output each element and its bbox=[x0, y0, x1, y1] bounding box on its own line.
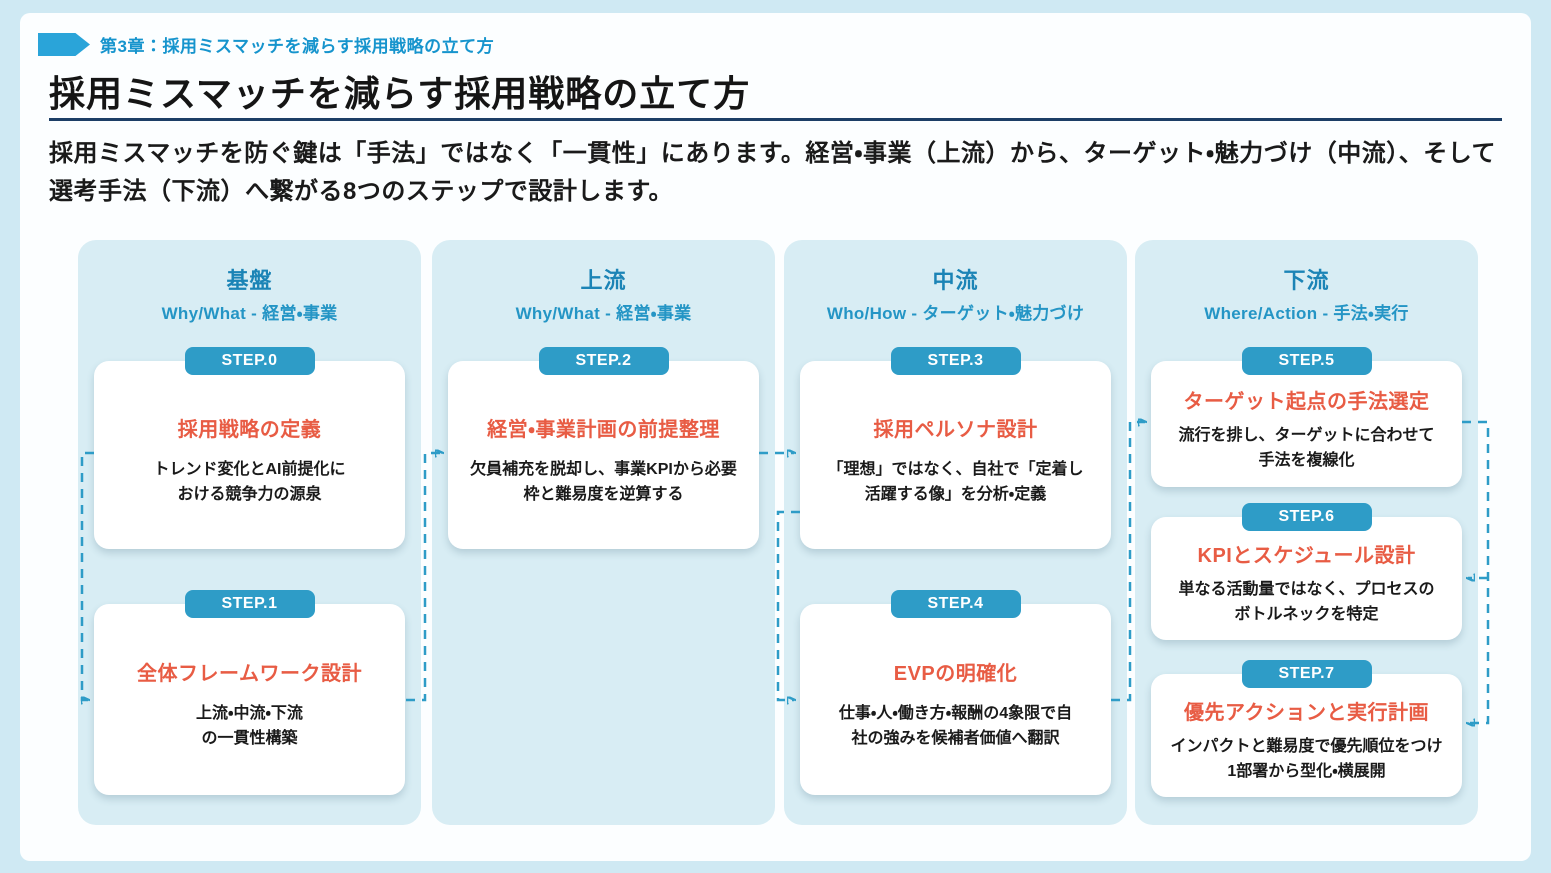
step-card: 全体フレームワーク設計 上流・中流・下流 の一貫性構築 bbox=[94, 604, 405, 795]
column-subtitle: Who/How - ターゲット・魅力づけ bbox=[826, 304, 1085, 323]
step-card-body: インパクトと難易度で優先順位をつけ 1部署から型化・横展開 bbox=[1170, 738, 1443, 780]
step-card-title: EVPの明確化 bbox=[893, 663, 1018, 686]
column-downstream: 下流 Where/Action - 手法・実行 STEP.5 ターゲット起点の手… bbox=[1135, 240, 1478, 825]
step-badge: STEP.5 bbox=[1241, 347, 1372, 375]
column-upstream: 上流 Why/What - 経営・事業 STEP.2 経営・事業計画の前提整理 … bbox=[432, 240, 775, 825]
column-subtitle: Where/Action - 手法・実行 bbox=[1204, 304, 1409, 323]
step-card-body: 仕事・人・働き方・報酬の4象限で自 社の強みを候補者価値へ翻訳 bbox=[838, 705, 1073, 747]
column-title: 基盤 bbox=[226, 268, 273, 293]
column-title: 中流 bbox=[932, 268, 979, 293]
step-card: ターゲット起点の手法選定 流行を排し、ターゲットに合わせて 手法を複線化 bbox=[1151, 361, 1462, 487]
column-title: 上流 bbox=[580, 268, 627, 293]
step-5: STEP.5 ターゲット起点の手法選定 流行を排し、ターゲットに合わせて 手法を… bbox=[1151, 347, 1462, 487]
column-subtitle: Why/What - 経営・事業 bbox=[161, 304, 338, 323]
step-badge: STEP.6 bbox=[1241, 503, 1372, 531]
step-badge: STEP.2 bbox=[538, 347, 669, 375]
step-card: 経営・事業計画の前提整理 欠員補充を脱却し、事業KPIから必要 枠と難易度を逆算… bbox=[448, 361, 759, 549]
step-card: EVPの明確化 仕事・人・働き方・報酬の4象限で自 社の強みを候補者価値へ翻訳 bbox=[800, 604, 1111, 795]
step-card-body: 「理想」ではなく、自社で「定着し 活躍する像」を分析・定義 bbox=[827, 460, 1084, 503]
step-badge: STEP.1 bbox=[184, 590, 315, 618]
step-card-title: 採用ペルソナ設計 bbox=[873, 418, 1038, 441]
step-7: STEP.7 優先アクションと実行計画 インパクトと難易度で優先順位をつけ 1部… bbox=[1151, 660, 1462, 797]
step-1: STEP.1 全体フレームワーク設計 上流・中流・下流 の一貫性構築 bbox=[94, 590, 405, 795]
step-badge: STEP.7 bbox=[1241, 660, 1372, 688]
column-title: 下流 bbox=[1283, 268, 1330, 293]
step-card-title: 優先アクションと実行計画 bbox=[1184, 702, 1429, 725]
chapter-header: 第3章：採用ミスマッチを減らす採用戦略の立て方 bbox=[38, 32, 494, 57]
step-card-title: 採用戦略の定義 bbox=[177, 418, 322, 441]
step-card-title: KPIとスケジュール設計 bbox=[1197, 545, 1416, 568]
step-badge: STEP.3 bbox=[890, 347, 1021, 375]
step-card: 採用ペルソナ設計 「理想」ではなく、自社で「定着し 活躍する像」を分析・定義 bbox=[800, 361, 1111, 549]
step-card-body: 流行を排し、ターゲットに合わせて 手法を複線化 bbox=[1178, 426, 1435, 469]
column-subtitle: Why/What - 経営・事業 bbox=[515, 304, 692, 323]
content-panel: 第3章：採用ミスマッチを減らす採用戦略の立て方 採用ミスマッチを減らす採用戦略の… bbox=[20, 13, 1531, 861]
step-badge: STEP.0 bbox=[184, 347, 315, 375]
page-title: 採用ミスマッチを減らす採用戦略の立て方 bbox=[49, 73, 751, 114]
step-0: STEP.0 採用戦略の定義 トレンド変化とAI前提化に おける競争力の源泉 bbox=[94, 347, 405, 549]
step-card-body: トレンド変化とAI前提化に おける競争力の源泉 bbox=[153, 460, 346, 503]
step-4: STEP.4 EVPの明確化 仕事・人・働き方・報酬の4象限で自 社の強みを候補… bbox=[800, 590, 1111, 795]
column-foundation: 基盤 Why/What - 経営・事業 STEP.0 採用戦略の定義 トレンド変… bbox=[78, 240, 421, 825]
step-card-title: ターゲット起点の手法選定 bbox=[1183, 390, 1430, 413]
chapter-label: 第3章：採用ミスマッチを減らす採用戦略の立て方 bbox=[100, 37, 495, 56]
step-card: 優先アクションと実行計画 インパクトと難易度で優先順位をつけ 1部署から型化・横… bbox=[1151, 674, 1462, 797]
title-divider bbox=[49, 118, 1502, 121]
step-card-body: 単なる活動量ではなく、プロセスの ボトルネックを特定 bbox=[1178, 581, 1435, 623]
step-3: STEP.3 採用ペルソナ設計 「理想」ではなく、自社で「定着し 活躍する像」を… bbox=[800, 347, 1111, 549]
process-diagram: 基盤 Why/What - 経営・事業 STEP.0 採用戦略の定義 トレンド変… bbox=[78, 240, 1490, 825]
step-6: STEP.6 KPIとスケジュール設計 単なる活動量ではなく、プロセスの ボトル… bbox=[1151, 503, 1462, 640]
step-card: KPIとスケジュール設計 単なる活動量ではなく、プロセスの ボトルネックを特定 bbox=[1151, 517, 1462, 640]
chapter-arrow-icon bbox=[38, 33, 90, 56]
intro-paragraph: 採用ミスマッチを防ぐ鍵は「手法」ではなく「一貫性」にあります。経営・事業（上流）… bbox=[49, 140, 1496, 206]
step-2: STEP.2 経営・事業計画の前提整理 欠員補充を脱却し、事業KPIから必要 枠… bbox=[448, 347, 759, 549]
step-card-title: 経営・事業計画の前提整理 bbox=[487, 418, 720, 441]
step-card-body: 欠員補充を脱却し、事業KPIから必要 枠と難易度を逆算する bbox=[470, 460, 737, 503]
step-card: 採用戦略の定義 トレンド変化とAI前提化に おける競争力の源泉 bbox=[94, 361, 405, 549]
step-card-title: 全体フレームワーク設計 bbox=[137, 663, 362, 686]
column-midstream: 中流 Who/How - ターゲット・魅力づけ STEP.3 採用ペルソナ設計 … bbox=[784, 240, 1127, 825]
step-badge: STEP.4 bbox=[890, 590, 1021, 618]
step-card-body: 上流・中流・下流 の一貫性構築 bbox=[196, 705, 303, 747]
